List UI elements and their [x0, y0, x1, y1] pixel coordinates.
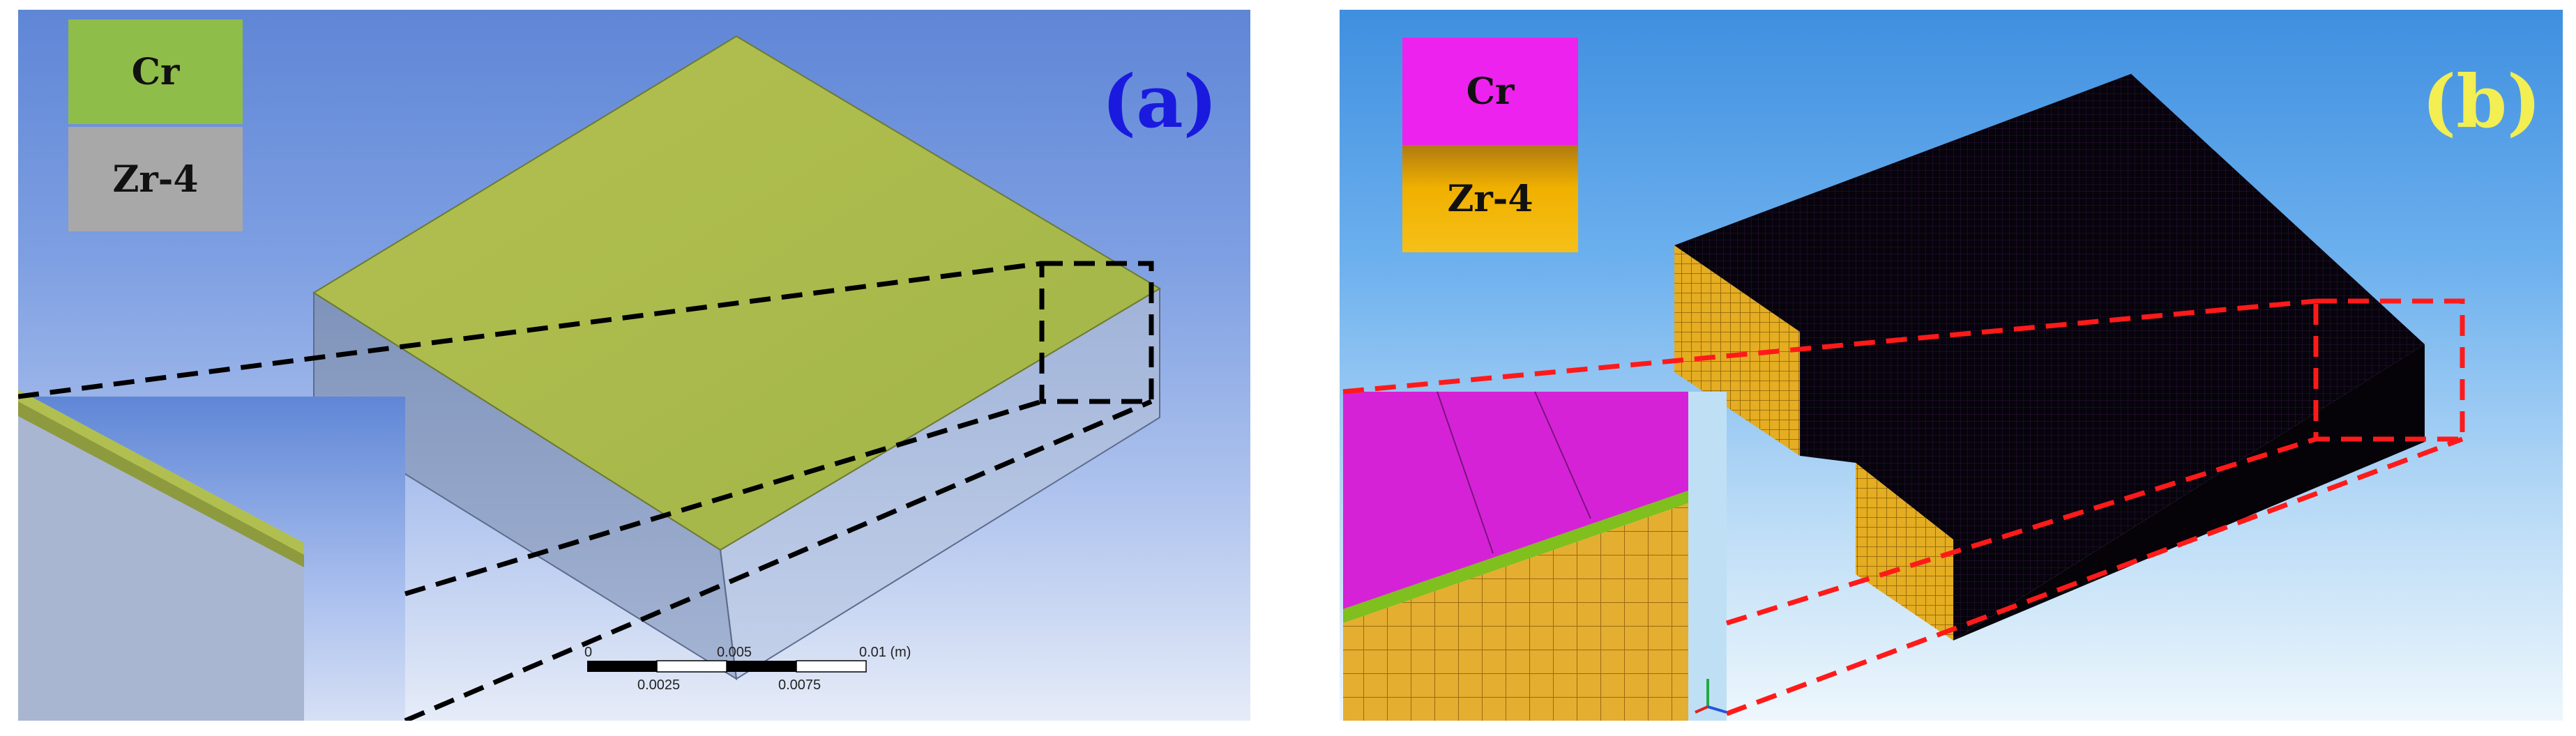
zoom-region-box [1039, 261, 1154, 404]
panel-a-label: (a) [1102, 59, 1218, 144]
scale-label-00075: 0.0075 [778, 677, 821, 693]
legend-zr4-label: Zr-4 [112, 158, 199, 201]
panel-b-mesh-model: Cr Zr-4 (b) [1340, 10, 2563, 721]
panel-a-drawing: 0 0.005 0.01 (m) 0.0025 0.0075 [18, 35, 1161, 721]
zoom-indicator-lines-b [1342, 298, 2465, 716]
scale-label-0005: 0.005 [717, 645, 752, 660]
mesh-left-face-lower [1674, 245, 1800, 456]
scale-label-00025: 0.0025 [637, 677, 680, 693]
legend-zr4-label-b: Zr-4 [1447, 177, 1533, 220]
scale-label-001m: 0.01 (m) [859, 645, 911, 660]
mesh-step-face [1856, 463, 1953, 641]
scale-label-0: 0 [584, 645, 592, 660]
mesh-top-face [1674, 74, 2425, 641]
axis-triad [1695, 679, 1727, 714]
zoom-inset-a [18, 390, 405, 721]
zoom-region-box-b [2313, 298, 2465, 442]
legend-zr4-swatch: Zr-4 [68, 127, 243, 231]
panel-a-geometry-model: 0 0.005 0.01 (m) 0.0025 0.0075 Cr Zr-4 (… [18, 10, 1250, 721]
legend-zr4-swatch-b: Zr-4 [1402, 145, 1578, 252]
legend-cr-label-b: Cr [1466, 70, 1515, 113]
legend-cr-swatch-b: Cr [1402, 38, 1578, 145]
zoom-indicator-lines [18, 261, 1154, 721]
slab-top-cr-coating [312, 35, 1161, 551]
legend-cr-label: Cr [131, 50, 180, 93]
legend-cr-swatch: Cr [68, 20, 243, 124]
mesh-right-face [1953, 344, 2425, 641]
panel-b-drawing [1342, 74, 2465, 721]
panel-b-label: (b) [2422, 59, 2542, 144]
zoom-inset-b [1343, 391, 1727, 721]
scale-bar: 0 0.005 0.01 (m) 0.0025 0.0075 [584, 645, 911, 693]
